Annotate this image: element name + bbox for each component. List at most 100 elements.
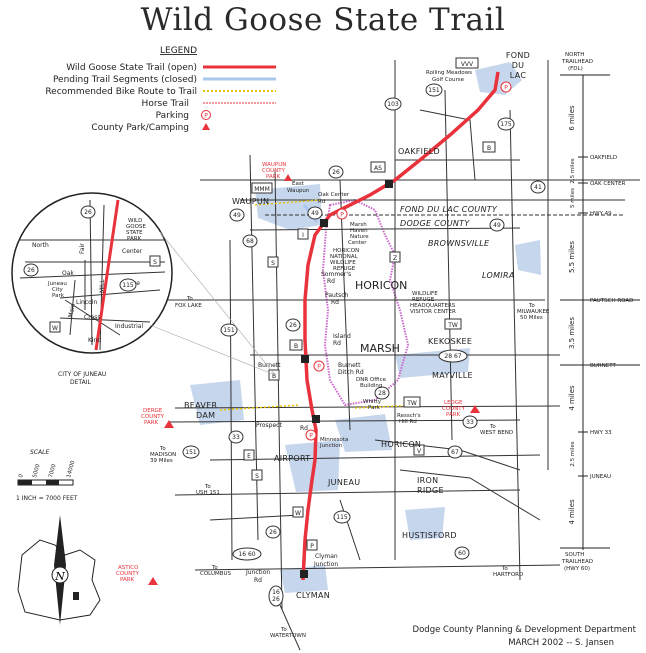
route-shield: 115 xyxy=(333,510,351,524)
city-hustisford xyxy=(405,507,445,540)
svg-text:Rd: Rd xyxy=(318,199,325,205)
horicon-marsh-boundary xyxy=(321,198,410,407)
svg-text:33: 33 xyxy=(466,419,474,426)
svg-text:PARK: PARK xyxy=(446,412,461,418)
svg-text:49: 49 xyxy=(311,210,319,217)
legend-heading: LEGEND xyxy=(160,46,197,56)
svg-text:OAKFIELD: OAKFIELD xyxy=(590,155,617,161)
route-shield: MMM xyxy=(251,182,273,194)
svg-text:Rd: Rd xyxy=(254,577,262,584)
legend-item-park: County Park/Camping xyxy=(91,123,189,133)
route-shield: 16 60 xyxy=(232,547,262,561)
route-shield: AS xyxy=(370,161,386,173)
svg-text:68: 68 xyxy=(246,238,254,245)
svg-text:COUNTY: COUNTY xyxy=(141,414,165,420)
svg-text:Prospect: Prospect xyxy=(256,422,282,429)
svg-text:TRAILHEAD: TRAILHEAD xyxy=(561,59,593,65)
roads xyxy=(165,60,640,651)
svg-text:151: 151 xyxy=(185,449,197,456)
route-shield: 60 xyxy=(454,546,470,560)
credit-line-2: MARCH 2002 -- S. Jansen xyxy=(508,638,614,648)
svg-text:Junction: Junction xyxy=(313,561,338,568)
svg-text:USH 151: USH 151 xyxy=(196,490,220,496)
place-kekoskee: KEKOSKEE xyxy=(428,337,472,346)
svg-text:WATERTOWN: WATERTOWN xyxy=(270,633,306,639)
route-shield: W xyxy=(292,506,304,518)
svg-text:S: S xyxy=(255,473,259,480)
svg-text:VVV: VVV xyxy=(461,61,474,68)
svg-text:MILWAUKEE: MILWAUKEE xyxy=(517,309,550,315)
route-shield: 41 xyxy=(530,180,546,194)
svg-text:5 miles: 5 miles xyxy=(570,188,576,208)
svg-text:FOX LAKE: FOX LAKE xyxy=(175,303,202,309)
svg-text:MILL: MILL xyxy=(99,279,106,293)
svg-text:MARSH: MARSH xyxy=(360,342,400,355)
svg-text:103: 103 xyxy=(387,101,399,108)
svg-text:Juneau: Juneau xyxy=(47,281,67,287)
svg-text:To: To xyxy=(280,627,287,633)
route-shield: 103 xyxy=(384,97,402,111)
credit-line-1: Dodge County Planning & Development Depa… xyxy=(413,625,637,635)
svg-text:PAUTSCH ROAD: PAUTSCH ROAD xyxy=(590,298,633,304)
svg-text:115: 115 xyxy=(336,514,348,521)
route-shield: 175 xyxy=(497,117,515,131)
triangle-icon xyxy=(470,405,480,413)
svg-text:TW: TW xyxy=(406,400,417,407)
map-title: Wild Goose State Trail xyxy=(140,2,506,38)
svg-text:P: P xyxy=(204,113,208,120)
parking-icon: P xyxy=(305,429,317,441)
svg-text:151: 151 xyxy=(428,87,440,94)
dodge-county-label: DODGE COUNTY xyxy=(400,219,470,228)
svg-text:B: B xyxy=(294,343,298,350)
svg-text:BURNETT: BURNETT xyxy=(590,363,616,369)
route-shield: I xyxy=(297,228,309,240)
svg-text:Burnett: Burnett xyxy=(258,362,281,369)
svg-text:To: To xyxy=(186,296,193,302)
svg-text:Minnesota: Minnesota xyxy=(320,437,348,443)
bike-routes xyxy=(219,199,421,411)
svg-text:NATIONAL: NATIONAL xyxy=(330,254,359,260)
svg-text:Center: Center xyxy=(348,240,367,246)
svg-text:Sommer's: Sommer's xyxy=(321,271,351,278)
svg-text:Oak Center: Oak Center xyxy=(318,192,350,198)
svg-text:Rd: Rd xyxy=(333,340,341,347)
place-airport: AIRPORT xyxy=(274,454,310,463)
svg-text:49: 49 xyxy=(233,212,241,219)
route-shield: 33 xyxy=(228,430,244,444)
svg-text:26: 26 xyxy=(269,529,277,536)
svg-text:49: 49 xyxy=(493,222,501,229)
place-labels: FOND DU LAC OAKFIELD WAUPUN FOND DU LAC … xyxy=(184,51,530,600)
svg-text:Center: Center xyxy=(122,248,143,255)
route-shield: 28 xyxy=(374,386,390,400)
svg-text:PARK: PARK xyxy=(120,577,135,583)
svg-text:5.5 miles: 5.5 miles xyxy=(568,241,576,273)
svg-text:Haven: Haven xyxy=(350,228,368,234)
svg-text:4 miles: 4 miles xyxy=(568,385,576,411)
route-shield: TW xyxy=(403,396,421,408)
svg-text:Industrial: Industrial xyxy=(115,323,143,330)
route-shield: B xyxy=(289,339,303,351)
route-shield: VVV xyxy=(455,57,479,69)
svg-text:VISITOR CENTER: VISITOR CENTER xyxy=(410,309,456,315)
svg-text:DERGE: DERGE xyxy=(143,408,163,414)
trail-markers xyxy=(300,180,393,578)
svg-text:COUNTY: COUNTY xyxy=(442,406,466,412)
parking-markers: P P P P xyxy=(305,81,512,441)
place-beaver-dam: BEAVER xyxy=(184,401,218,410)
svg-text:Clyman: Clyman xyxy=(315,553,338,560)
svg-text:26: 26 xyxy=(27,267,35,274)
svg-text:To: To xyxy=(211,565,218,571)
svg-text:NORTH: NORTH xyxy=(565,52,584,58)
place-waupun: WAUPUN xyxy=(232,197,269,206)
svg-text:City: City xyxy=(52,287,64,293)
legend-item-pending: Pending Trail Segments (closed) xyxy=(53,75,197,85)
triangle-icon xyxy=(164,420,174,428)
svg-text:HARTFORD: HARTFORD xyxy=(493,572,523,578)
place-hustisford: HUSTISFORD xyxy=(402,531,457,540)
svg-text:OAK CENTER: OAK CENTER xyxy=(590,181,626,187)
svg-text:151: 151 xyxy=(223,327,235,334)
svg-text:P: P xyxy=(309,433,313,440)
svg-text:Building: Building xyxy=(360,383,382,389)
place-horicon: HORICON xyxy=(381,440,421,449)
legend-item-bike: Recommended Bike Route to Trail xyxy=(45,87,197,97)
